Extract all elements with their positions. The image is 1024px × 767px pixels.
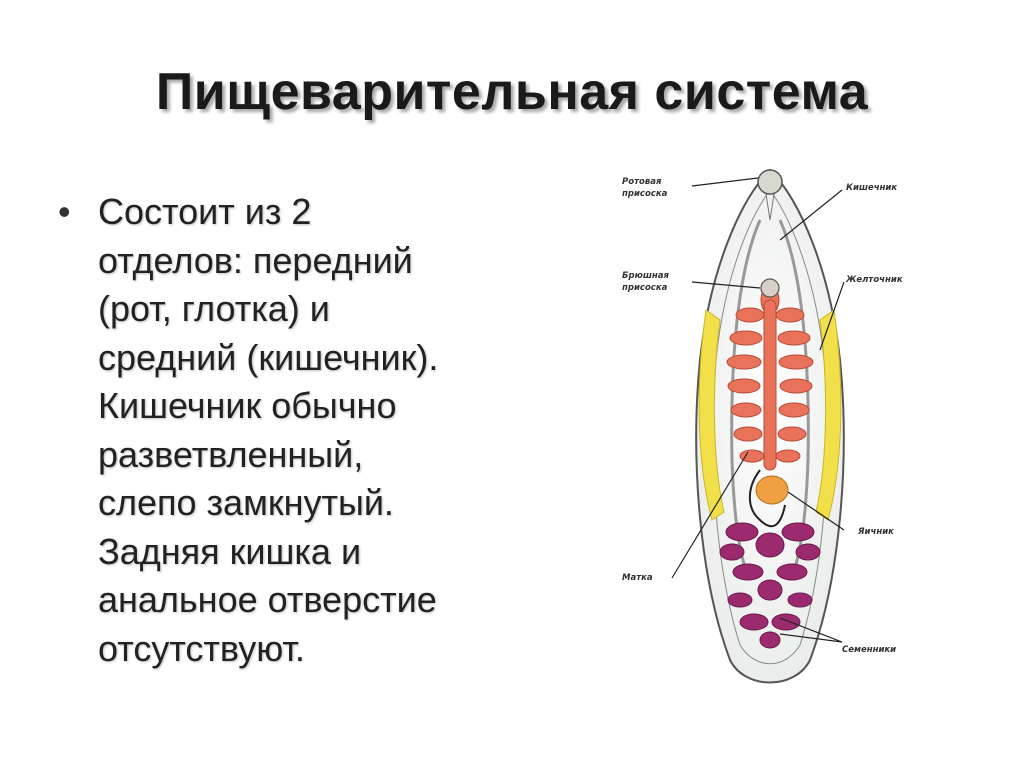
vitellarium-left [698,309,725,521]
label-uterus: Матка [622,573,653,583]
label-testes: Семенники [842,645,896,655]
label-ovary: Яичник [857,527,894,537]
bullet-list: • Состоит из 2 отделов: передний (рот, г… [58,188,498,673]
intestine-lobes [726,285,814,471]
label-intestine: Кишечник [846,183,897,193]
testes [719,522,821,649]
uterus-duct [748,469,786,528]
ventral-sucker [760,278,780,298]
fluke-anatomy-diagram: Ротовая присоска Кишечник Брюшная присос… [620,160,940,700]
label-vitellarium: Желточник [845,275,903,285]
bullet-text: Состоит из 2 отделов: передний (рот, гло… [98,191,439,669]
bullet-marker: • [58,191,71,232]
oral-sucker [757,169,783,195]
label-ventral-sucker-2: присоска [622,283,668,293]
label-oral-sucker-2: присоска [622,189,668,199]
vitellarium-right [815,309,842,521]
label-ventral-sucker-1: Брюшная [622,271,669,281]
ovary [755,475,789,505]
slide-title: Пищеварительная система [155,63,869,121]
label-oral-sucker-1: Ротовая [622,177,662,187]
